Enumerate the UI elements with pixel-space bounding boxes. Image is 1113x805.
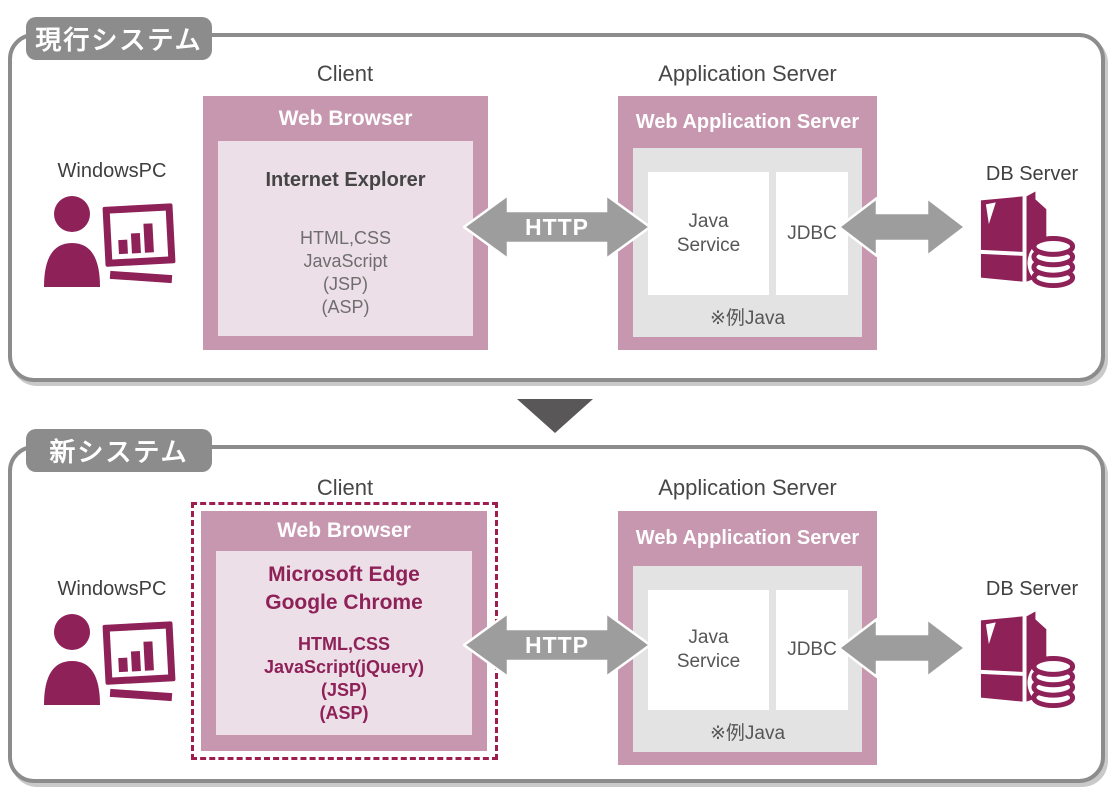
new-system-panel: 新システム Client Application Server WindowsP… bbox=[8, 429, 1105, 783]
java-service-label: Java Service bbox=[676, 627, 741, 672]
tech-line: HTML,CSS bbox=[299, 228, 391, 248]
java-service-box: Java Service bbox=[648, 590, 769, 710]
jdbc-box: JDBC bbox=[776, 172, 848, 295]
client-box: Web Browser Internet Explorer HTML,CSS J… bbox=[203, 96, 488, 350]
application-server-title: Application Server bbox=[658, 61, 837, 86]
application-server-box: Web Application Server Java Service JDBC… bbox=[618, 511, 877, 765]
jdbc-box: JDBC bbox=[776, 590, 848, 710]
browser-name: Microsoft Edge bbox=[268, 563, 420, 586]
http-arrow: HTTP bbox=[461, 610, 653, 680]
db-server-icon bbox=[980, 191, 1080, 289]
web-application-server-header: Web Application Server bbox=[635, 527, 860, 549]
http-arrow-label: HTTP bbox=[524, 631, 590, 658]
java-service-box: Java Service bbox=[648, 172, 769, 295]
web-browser-header: Web Browser bbox=[277, 519, 411, 542]
tech-line: (JSP) bbox=[320, 680, 367, 700]
web-application-server-header: Web Application Server bbox=[635, 110, 860, 133]
application-server-title: Application Server bbox=[658, 475, 837, 500]
double-arrow-icon bbox=[461, 192, 653, 262]
http-arrow: HTTP bbox=[461, 192, 653, 262]
jdbc-label: JDBC bbox=[787, 222, 837, 244]
browser-name: Google Chrome bbox=[265, 591, 423, 614]
app-note: ※例Java bbox=[709, 308, 786, 329]
jdbc-db-arrow bbox=[836, 195, 968, 259]
double-arrow-icon bbox=[461, 610, 653, 680]
java-service-label: Java Service bbox=[676, 210, 741, 256]
app-runtime-area: Java Service JDBC ※例Java bbox=[633, 148, 862, 337]
browser-content: Internet Explorer HTML,CSS JavaScript (J… bbox=[218, 141, 473, 336]
client-box: Web Browser Microsoft Edge Google Chrome… bbox=[201, 511, 487, 751]
client-title: Client bbox=[316, 475, 374, 500]
windows-pc-label: WindowsPC bbox=[57, 578, 167, 600]
tech-line: JavaScript(jQuery) bbox=[263, 657, 425, 677]
application-server-box: Web Application Server Java Service JDBC… bbox=[618, 96, 877, 350]
browser-content: Microsoft Edge Google Chrome HTML,CSS Ja… bbox=[216, 551, 472, 735]
current-system-label: 現行システム bbox=[26, 17, 212, 60]
transition-arrow-icon bbox=[517, 399, 593, 433]
app-note: ※例Java bbox=[709, 723, 786, 744]
web-browser-header: Web Browser bbox=[278, 106, 413, 130]
jdbc-label: JDBC bbox=[787, 639, 837, 660]
db-server-label: DB Server bbox=[985, 163, 1079, 185]
browser-name: Internet Explorer bbox=[265, 169, 426, 191]
tech-line: JavaScript bbox=[303, 251, 388, 271]
new-system-label: 新システム bbox=[26, 429, 212, 472]
windows-pc-icon bbox=[44, 614, 176, 705]
windows-pc-label: WindowsPC bbox=[57, 160, 167, 182]
tech-line: HTML,CSS bbox=[298, 634, 390, 654]
jdbc-db-arrow bbox=[836, 616, 968, 680]
tech-line: (ASP) bbox=[321, 297, 370, 317]
tech-line: (ASP) bbox=[319, 703, 369, 723]
double-arrow-icon bbox=[836, 616, 968, 680]
db-server-label: DB Server bbox=[985, 578, 1079, 600]
http-arrow-label: HTTP bbox=[524, 213, 590, 240]
db-server-icon bbox=[980, 611, 1080, 709]
windows-pc-icon bbox=[44, 196, 176, 287]
double-arrow-icon bbox=[836, 195, 968, 259]
client-title: Client bbox=[316, 61, 374, 86]
app-runtime-area: Java Service JDBC ※例Java bbox=[633, 566, 862, 752]
current-system-panel: 現行システム Client Application Server Windows… bbox=[8, 17, 1105, 382]
tech-line: (JSP) bbox=[323, 274, 368, 294]
